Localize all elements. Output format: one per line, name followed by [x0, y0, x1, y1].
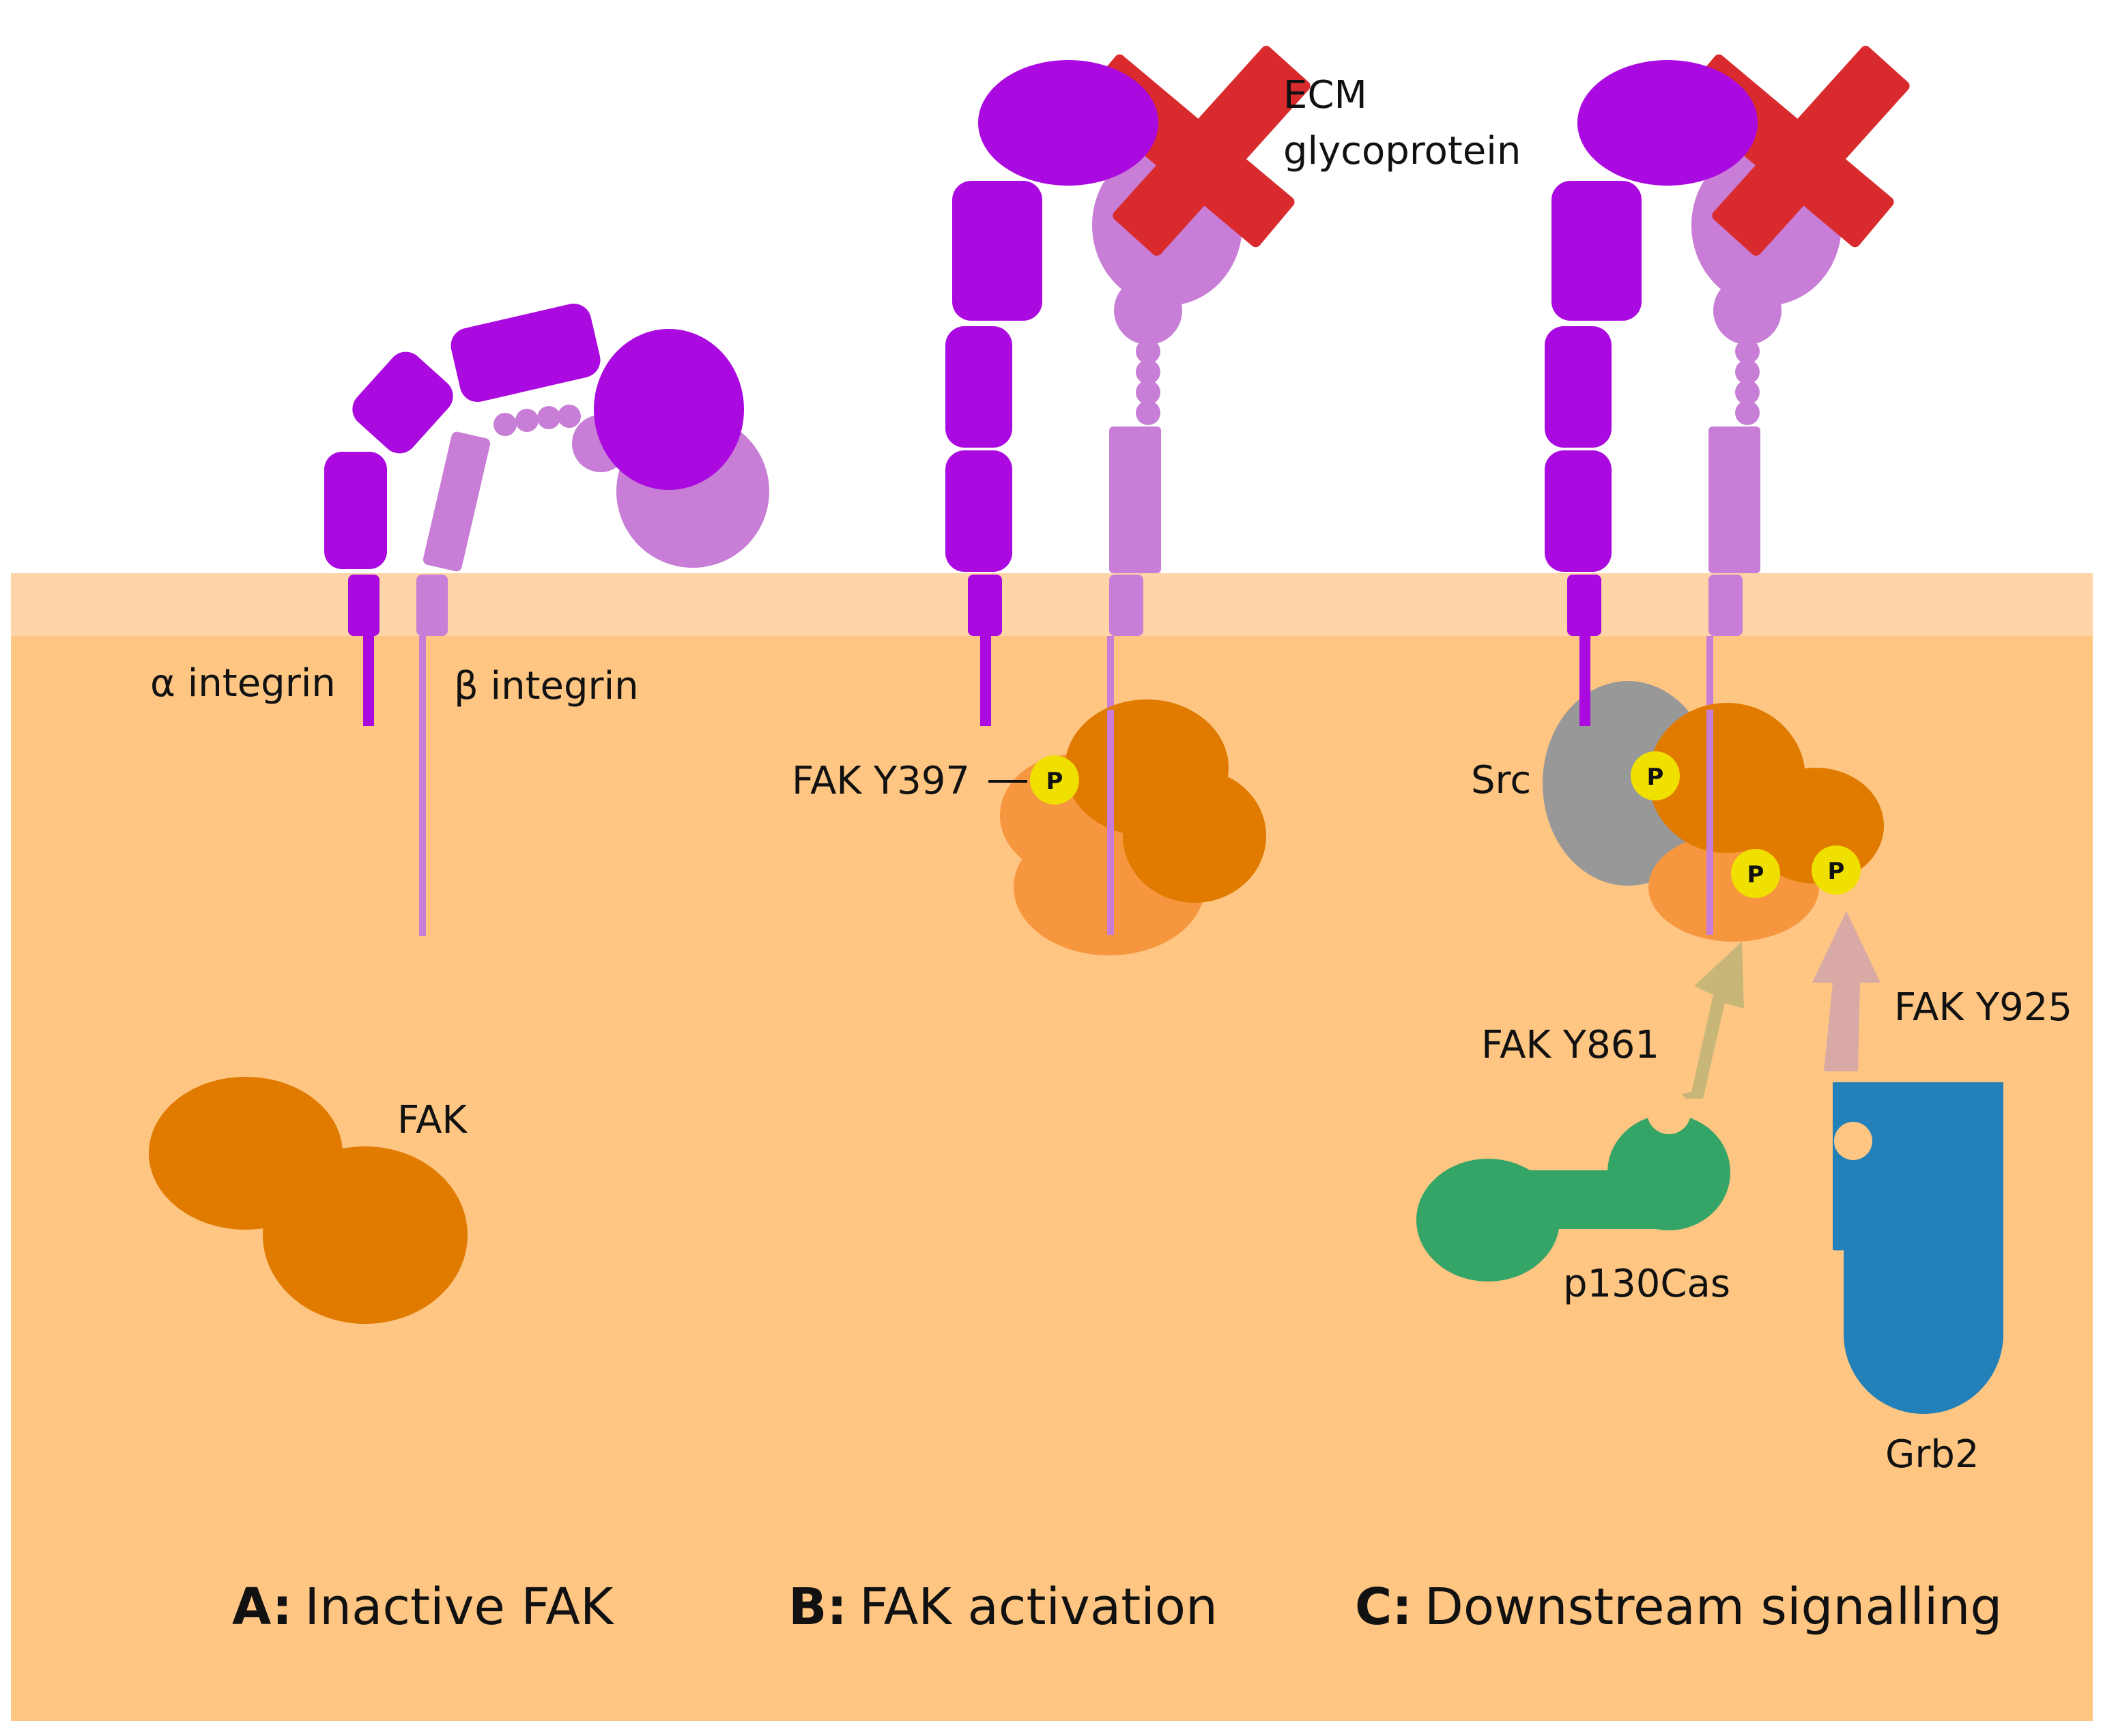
beta-integrin-label: β integrin	[454, 664, 639, 708]
alpha-integrin-tail	[363, 636, 374, 726]
alpha-integrin-segment	[952, 181, 1042, 321]
alpha-integrin-segment	[945, 326, 1012, 448]
phospho-label: P	[1747, 861, 1764, 888]
phospho-label: P	[1828, 858, 1845, 885]
fak-active-c	[1648, 703, 1884, 942]
phospho-y397: P	[1030, 755, 1079, 805]
beta-integrin-tm	[1708, 575, 1743, 636]
ecm-label-line2: glycoprotein	[1283, 129, 1521, 173]
panel-title: FAK activation	[859, 1578, 1218, 1636]
beta-integrin-tm	[416, 575, 448, 636]
alpha-integrin-head	[1577, 60, 1758, 186]
beta-integrin-bead-chain	[493, 405, 581, 436]
panel-letter: C:	[1355, 1578, 1412, 1636]
alpha-integrin-head	[978, 60, 1158, 186]
alpha-integrin-tm	[348, 575, 380, 636]
integrin-inactive	[324, 303, 769, 936]
ecm-label-line1: ECM	[1283, 73, 1367, 117]
beta-integrin-tm	[1109, 575, 1143, 636]
beta-integrin-leg	[1109, 426, 1161, 573]
arrow-y861	[1665, 942, 1744, 1099]
alpha-integrin-segment	[450, 303, 601, 403]
beta-integrin-bead-chain	[1136, 339, 1160, 425]
phospho-label: P	[1046, 768, 1063, 795]
phospho-src-site: P	[1631, 751, 1680, 800]
fak-inactive	[149, 1077, 468, 1324]
panel-caption-c: C:Downstream signalling	[1355, 1578, 2002, 1636]
phospho-label: P	[1647, 764, 1664, 791]
panel-caption-b: B:FAK activation	[788, 1578, 1218, 1636]
cell-membrane	[11, 573, 2093, 636]
beta-integrin-leg	[1708, 426, 1760, 573]
alpha-integrin-segment	[1545, 326, 1612, 448]
fak-active-b	[1000, 699, 1266, 955]
alpha-integrin-head	[594, 329, 744, 490]
alpha-integrin-segment	[1551, 181, 1642, 321]
alpha-integrin-label: α integrin	[150, 661, 336, 706]
phospho-y925: P	[1812, 845, 1861, 895]
p130cas-label: p130Cas	[1563, 1262, 1730, 1306]
panel-letter: B:	[788, 1578, 847, 1636]
beta-integrin-bead-chain	[1735, 339, 1760, 425]
fak-label: FAK	[397, 1098, 468, 1142]
grb2-label: Grb2	[1885, 1432, 1979, 1477]
arrow-y925	[1812, 911, 1880, 1071]
beta-integrin-leg	[423, 431, 491, 572]
p130cas-protein	[1416, 1090, 1730, 1282]
alpha-integrin-segment	[1545, 450, 1612, 572]
alpha-integrin-segment	[945, 450, 1012, 572]
fak-y925-label: FAK Y925	[1894, 985, 2072, 1030]
panel-caption-a: A:Inactive FAK	[232, 1578, 615, 1636]
panel-title: Inactive FAK	[304, 1578, 615, 1636]
beta-integrin-tail	[419, 636, 426, 936]
panel-letter: A:	[232, 1578, 292, 1636]
panel-title: Downstream signalling	[1425, 1578, 2002, 1636]
alpha-integrin-segment	[324, 452, 387, 569]
alpha-integrin-tail	[980, 636, 991, 726]
fak-y861-label: FAK Y861	[1481, 1023, 1659, 1067]
alpha-integrin-segment	[352, 351, 453, 454]
alpha-integrin-tm	[1567, 575, 1601, 636]
grb2-protein	[1833, 1082, 2003, 1414]
fak-y397-label: FAK Y397	[792, 759, 970, 803]
integrin-active-b	[945, 46, 1311, 936]
phospho-y861: P	[1731, 849, 1780, 898]
alpha-integrin-tm	[968, 575, 1002, 636]
src-label: Src	[1471, 758, 1531, 802]
